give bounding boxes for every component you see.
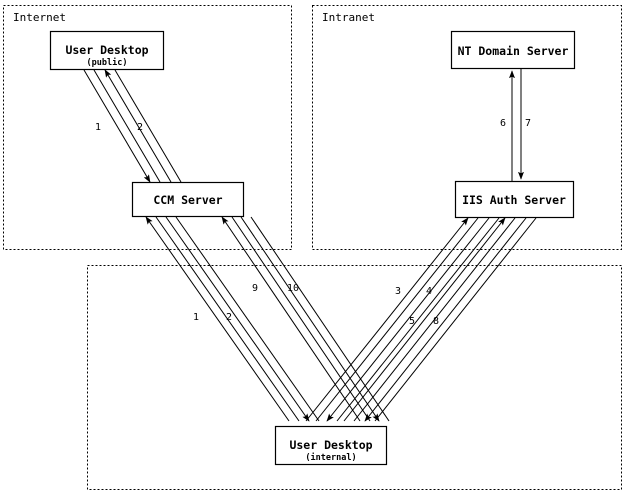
node-user-desktop-public[interactable]: User Desktop (public)	[49, 30, 165, 71]
edge-label-step-1-internal: 1	[193, 312, 199, 323]
flow-step-3	[305, 217, 479, 422]
flow-step-8	[364, 217, 537, 422]
node-user-desktop-public-subtitle: (public)	[87, 57, 128, 68]
flow-step-1-internal	[145, 216, 300, 422]
flow-step-2-internal	[165, 216, 320, 422]
edge-label-step-8: 8	[433, 316, 439, 327]
edge-label-step-2-internal: 2	[226, 312, 232, 323]
zone-label-internet: Internet	[13, 11, 66, 24]
edge-label-step-10: 10	[287, 283, 299, 294]
edge-label-step-7: 7	[525, 118, 531, 129]
flow-step-1-public	[83, 69, 161, 183]
node-user-desktop-internal-subtitle: (internal)	[305, 452, 356, 463]
node-user-desktop-public-title: User Desktop	[65, 43, 148, 57]
edge-label-step-4: 4	[426, 286, 432, 297]
edge-label-step-9: 9	[252, 283, 258, 294]
edge-label-step-6: 6	[500, 118, 506, 129]
node-ccm-server-title: CCM Server	[153, 193, 222, 207]
zone-boundary-internal	[87, 265, 622, 490]
node-iis-auth-server-title: IIS Auth Server	[462, 193, 566, 207]
node-iis-auth-server[interactable]: IIS Auth Server	[454, 180, 575, 219]
edge-label-step-5: 5	[409, 316, 415, 327]
edge-label-step-3: 3	[395, 286, 401, 297]
edge-label-step-2-public: 2	[137, 122, 143, 133]
zone-boundary-intranet	[312, 5, 622, 250]
zone-boundary-internet	[3, 5, 292, 250]
flow-step-9	[221, 216, 371, 422]
node-nt-domain-server-title: NT Domain Server	[458, 44, 569, 58]
node-user-desktop-internal[interactable]: User Desktop (internal)	[274, 425, 388, 466]
node-user-desktop-internal-title: User Desktop	[289, 438, 372, 452]
flow-step-4	[326, 217, 500, 422]
zone-label-intranet: Intranet	[322, 11, 375, 24]
flow-step-5	[343, 217, 516, 422]
flow-step-10	[240, 216, 390, 422]
node-ccm-server[interactable]: CCM Server	[131, 181, 245, 218]
flow-step-2-public	[104, 69, 182, 183]
edge-label-step-1-public: 1	[95, 122, 101, 133]
node-nt-domain-server[interactable]: NT Domain Server	[450, 30, 576, 70]
